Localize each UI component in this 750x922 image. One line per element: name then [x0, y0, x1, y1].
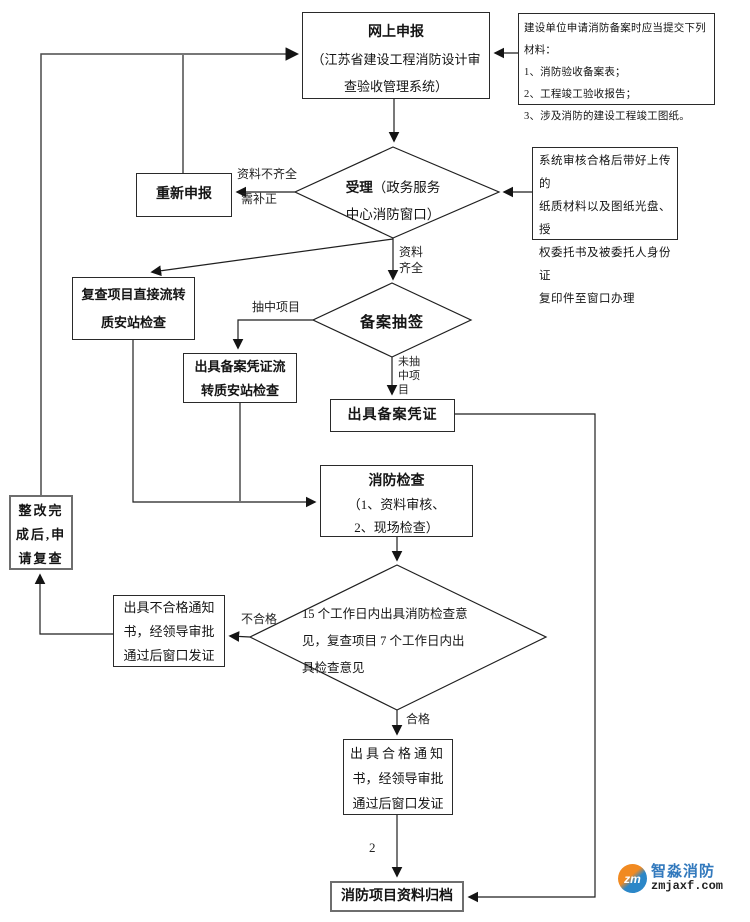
node-system-note: 系统审核合格后带好上传的 纸质材料以及图纸光盘、授 权委托书及被委托人身份证 复… [532, 147, 678, 305]
materials-item3: 3、涉及消防的建设工程竣工图纸。 [524, 111, 690, 122]
connector-rectify-to-online [40, 47, 300, 495]
deadline-line1: 15 个工作日内出具消防检查意 [302, 607, 468, 621]
pass-notice-line3: 通过后窗口发证 [352, 796, 444, 811]
node-recheck-direct: 复查项目直接流转 质安站检查 [72, 277, 195, 340]
fire-check-line1: （1、资料审核、 [347, 497, 446, 512]
node-fire-check: 消防检查 （1、资料审核、 2、现场检查） [320, 465, 473, 537]
brand-domain: zmjaxf.com [651, 879, 724, 893]
node-issue-flow: 出具备案凭证流 转质安站检查 [183, 353, 297, 403]
connector-accept-to-recheck [150, 238, 394, 277]
accept-line2: 中心消防窗口） [345, 207, 441, 222]
system-note-line4: 复印件至窗口办理 [539, 293, 635, 305]
rectify-line3: 请复查 [18, 551, 64, 566]
connector-fail-to-rectify [34, 573, 113, 635]
fail-notice-line3: 通过后窗口发证 [123, 648, 215, 663]
fail-notice-line1: 出具不合格通知 [123, 600, 215, 615]
brand-footer: zm 智淼消防 zmjaxf.com [618, 864, 723, 893]
rectify-line1: 整改完 [18, 503, 64, 518]
label-complete-bottom: 齐全 [399, 261, 424, 275]
node-archive: 消防项目资料归档 [330, 881, 464, 912]
recheck-direct-line1: 复查项目直接流转 [81, 287, 186, 302]
label-incomplete-top: 资料不齐全 [237, 167, 298, 181]
materials-item2: 2、工程竣工验收报告； [524, 89, 637, 100]
label-pass: 合格 [406, 712, 431, 726]
recheck-direct-line2: 质安站检查 [100, 315, 166, 330]
connector-deadline-to-fail [228, 631, 251, 642]
label-not-drawn-1: 未抽 [398, 356, 420, 368]
node-pass-notice: 出具合格通知 书，经领导审批 通过后窗口发证 [343, 739, 453, 815]
label-fail: 不合格 [241, 612, 278, 626]
label-incomplete-bottom: 需补正 [241, 192, 278, 206]
accept-line1-rest: （政务服务 [372, 180, 441, 195]
fail-notice-line2: 书，经领导审批 [123, 624, 215, 639]
fire-check-line2: 2、现场检查） [354, 520, 439, 535]
accept-bold: 受理 [345, 180, 373, 195]
system-note-line3: 权委托书及被委托人身份证 [539, 247, 671, 282]
online-declare-title: 网上申报 [368, 25, 424, 40]
connector-recheck-to-firecheck [132, 340, 317, 508]
label-complete-top: 资料 [399, 245, 424, 259]
system-note-line2: 纸质材料以及图纸光盘、授 [539, 201, 671, 236]
issue-flow-line2: 转质安站检查 [200, 383, 279, 398]
node-redeclare: 重新申报 [136, 173, 232, 217]
brand-logo-icon: zm [618, 864, 647, 893]
connector-lottery-to-issueflow [232, 319, 313, 350]
fire-check-title: 消防检查 [368, 474, 425, 489]
lottery-diamond-text: 备案抽签 [359, 315, 424, 331]
brand-name: 智淼消防 [651, 863, 716, 880]
label-not-drawn-2: 中项 [398, 370, 420, 382]
node-rectify: 整改完 成后,申 请复查 [9, 495, 73, 570]
materials-title: 建设单位申请消防备案时应当提交下列材料： [524, 23, 706, 56]
system-note-line1: 系统审核合格后带好上传的 [539, 155, 671, 190]
rectify-line2: 成后,申 [15, 527, 67, 542]
node-online-declare: 网上申报 （江苏省建设工程消防设计审 查验收管理系统） [302, 12, 490, 99]
deadline-line3: 具检查意见 [302, 661, 365, 675]
accept-diamond-text: 受理（政务服务 中心消防窗口） [313, 174, 473, 228]
pass-notice-line2: 书，经领导审批 [352, 771, 444, 786]
materials-item1: 1、消防验收备案表； [524, 67, 626, 78]
node-fail-notice: 出具不合格通知 书，经领导审批 通过后窗口发证 [113, 595, 225, 667]
node-materials-note: 建设单位申请消防备案时应当提交下列材料： 1、消防验收备案表； 2、工程竣工验收… [518, 13, 715, 122]
node-issue-cert: 出具备案凭证 [330, 399, 455, 432]
page-number: 2 [369, 840, 376, 855]
online-declare-line1: （江苏省建设工程消防设计审 [311, 52, 481, 67]
deadline-line2: 见，复查项目 7 个工作日内出 [302, 634, 465, 648]
connector-issuecert-to-archive [455, 413, 596, 903]
pass-notice-line1: 出具合格通知 [349, 746, 446, 761]
deadline-diamond-text: 15 个工作日内出具消防检查意 见，复查项目 7 个工作日内出 具检查意见 [297, 601, 499, 682]
label-not-drawn-3: 目 [398, 384, 409, 396]
label-drawn: 抽中项目 [252, 300, 301, 314]
issue-flow-line1: 出具备案凭证流 [194, 359, 286, 374]
online-declare-line2: 查验收管理系统） [343, 79, 448, 94]
